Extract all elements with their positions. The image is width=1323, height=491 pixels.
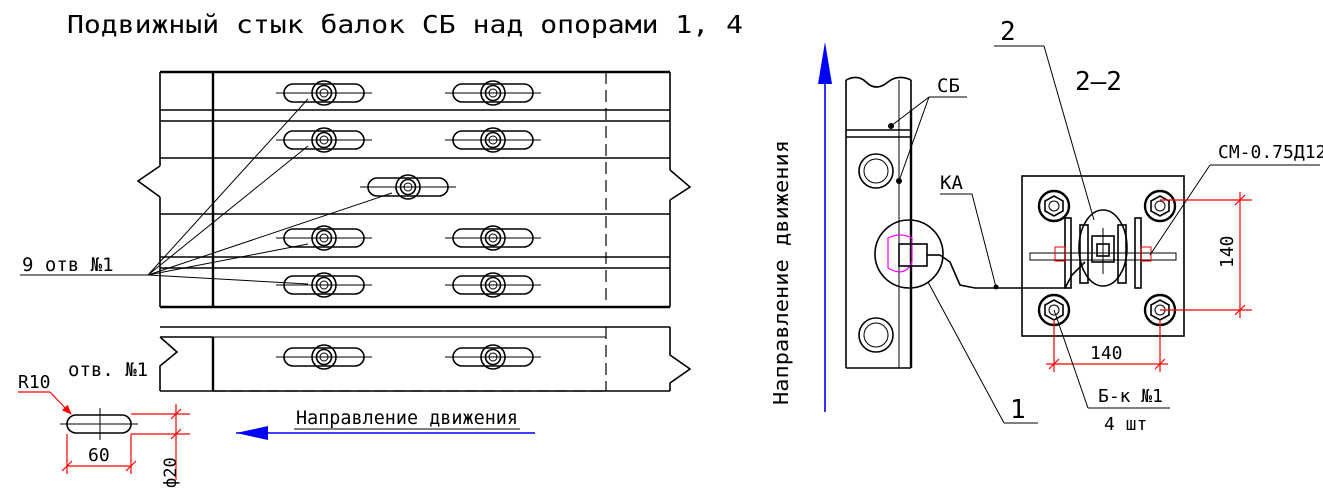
vertical-direction-label: Направление движения bbox=[769, 140, 793, 405]
slot-hole bbox=[275, 127, 373, 153]
section-mark-label: 2 bbox=[1000, 17, 1016, 47]
radius-label: R10 bbox=[18, 372, 51, 393]
beam-cb-label: СБ bbox=[937, 75, 960, 97]
slot-hole bbox=[275, 272, 373, 298]
slot-hole bbox=[444, 127, 542, 153]
vertical-dimension-value: 140 bbox=[1217, 235, 1238, 268]
callout-1-label: 1 bbox=[1010, 395, 1026, 425]
beam-joint-plan bbox=[20, 70, 692, 309]
bolt-label: Б-к №1 bbox=[1098, 386, 1163, 407]
vertical-direction-arrow bbox=[818, 42, 832, 412]
bolt bbox=[1037, 189, 1071, 223]
slot-hole bbox=[444, 272, 542, 298]
horizontal-dimension bbox=[1046, 320, 1168, 372]
slot-hole bbox=[444, 80, 542, 106]
cable-label: КА bbox=[940, 172, 963, 194]
holes-callout-label: 9 отв №1 bbox=[22, 254, 114, 276]
slot-hole bbox=[359, 174, 457, 200]
slot-hole bbox=[444, 344, 542, 370]
movement-direction-arrow bbox=[236, 426, 535, 440]
slot-detail bbox=[18, 391, 190, 480]
clamp-label: СМ-0.75Д12 bbox=[1218, 142, 1323, 163]
base-plate bbox=[1021, 175, 1185, 337]
bolt bbox=[1143, 189, 1177, 223]
holes-leader bbox=[20, 98, 393, 285]
slot-hole bbox=[444, 225, 542, 251]
bolt-count: 4 шт bbox=[1104, 414, 1147, 435]
hole-detail-label: отв. №1 bbox=[68, 359, 148, 381]
slot-length-dim: 60 bbox=[88, 445, 110, 466]
slot-diameter-dim: ф20 bbox=[161, 457, 181, 488]
movement-direction-label: Направление движения bbox=[296, 407, 518, 429]
drawing-title: Подвижный стык балок СБ над опорами 1, 4 bbox=[67, 10, 743, 39]
slot-hole bbox=[275, 80, 373, 106]
slot-hole bbox=[275, 344, 373, 370]
horizontal-dimension-value: 140 bbox=[1090, 343, 1123, 364]
vertical-dimension bbox=[1160, 192, 1252, 318]
slot-hole bbox=[275, 225, 373, 251]
beam-cb bbox=[845, 76, 999, 369]
section-title: 2–2 bbox=[1075, 67, 1122, 97]
lower-beam bbox=[159, 326, 692, 392]
